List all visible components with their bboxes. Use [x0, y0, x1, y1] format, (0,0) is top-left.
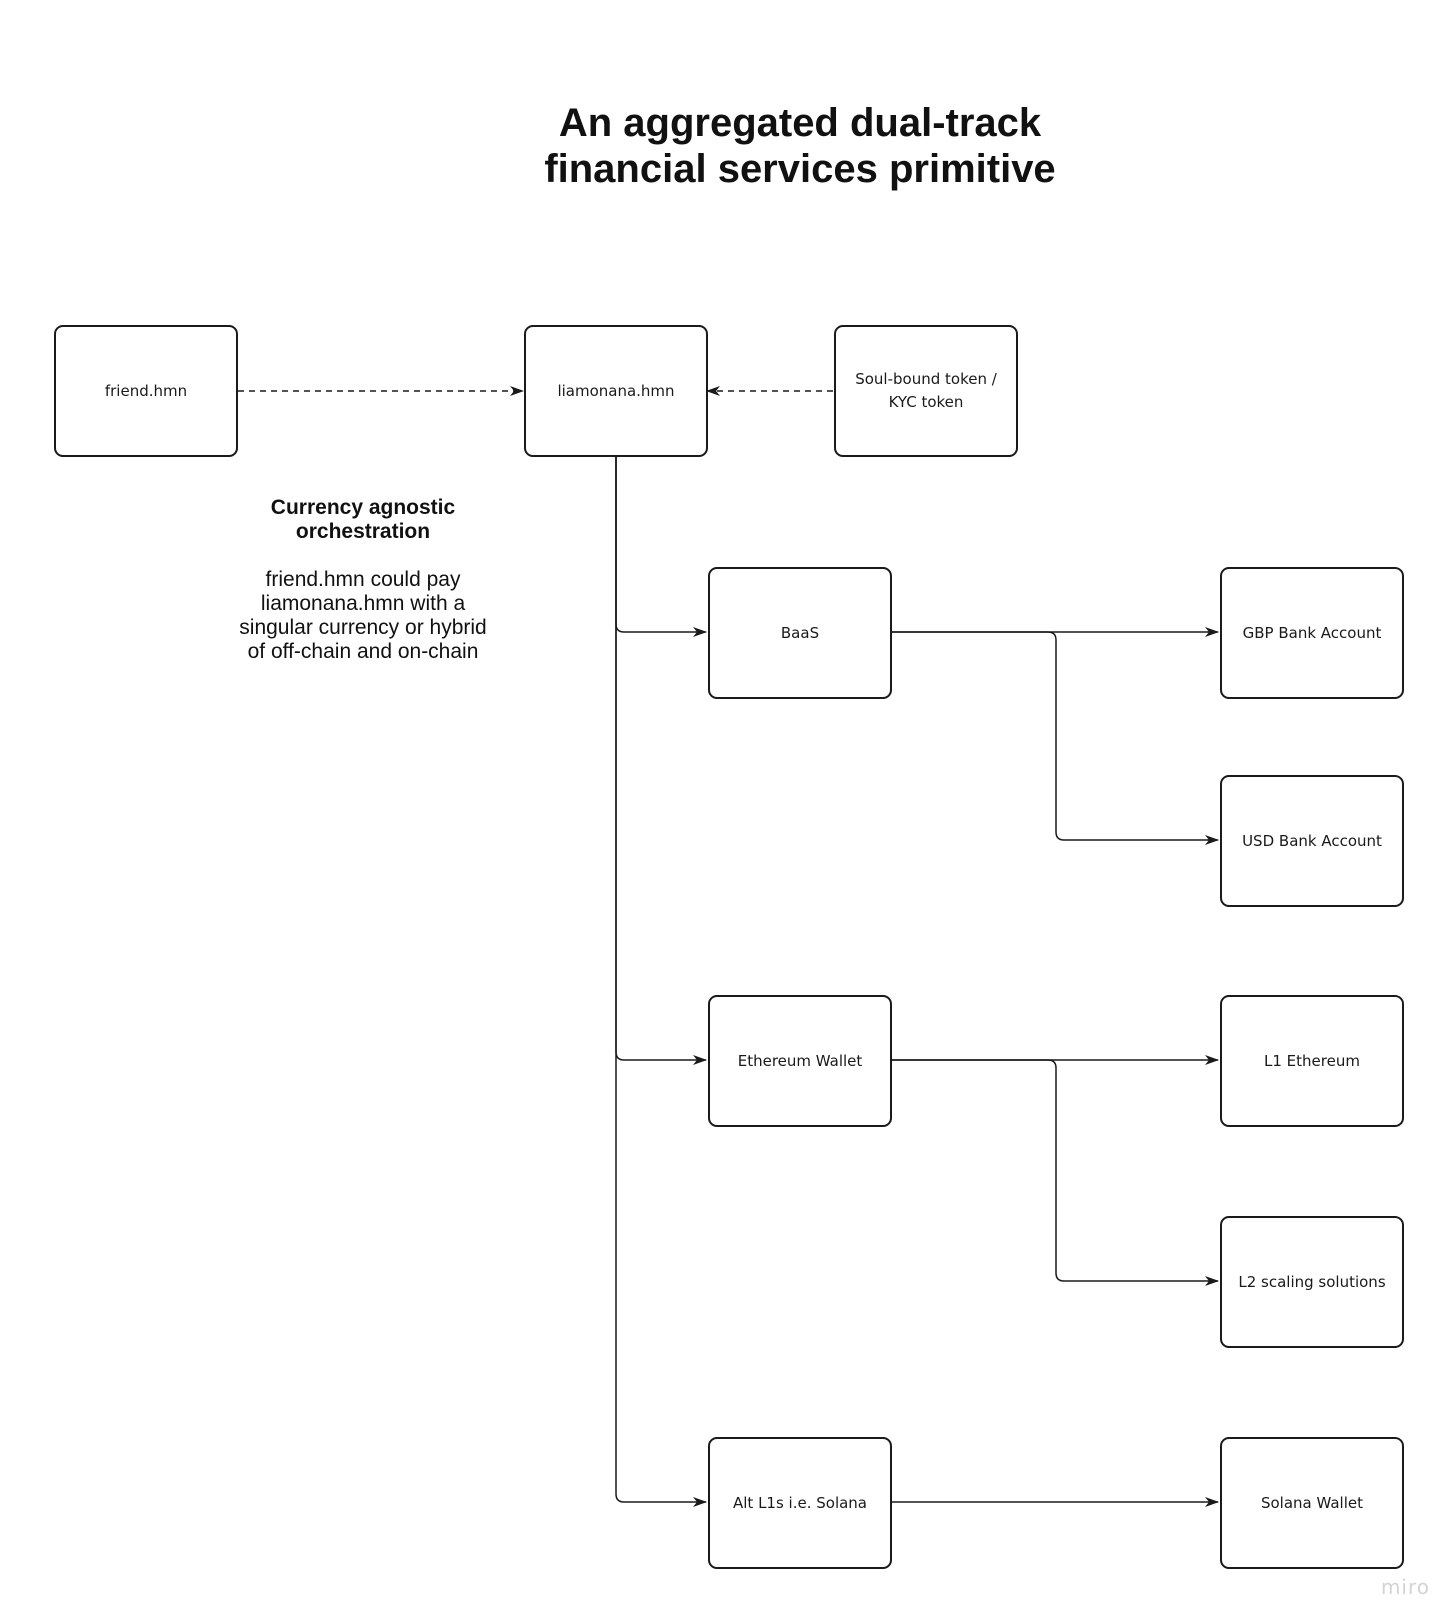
miro-watermark: miro	[1380, 1575, 1430, 1599]
edge-baas-to-usd	[892, 631, 1219, 845]
node-label: USD Bank Account	[1242, 831, 1382, 850]
edge-liamonana-to-alt-l1s	[615, 457, 707, 1507]
annotation-text-block: Currency agnostic orchestration friend.h…	[230, 496, 496, 664]
annotation-body: friend.hmn could pay liamonana.hmn with …	[239, 568, 487, 663]
node-label: liamonana.hmn	[557, 381, 675, 400]
node-label: friend.hmn	[104, 381, 188, 400]
node-solana-wallet[interactable]: Solana Wallet	[1220, 1437, 1404, 1569]
node-label: Alt L1s i.e. Solana	[732, 1493, 868, 1512]
node-liamonana-hmn[interactable]: liamonana.hmn	[524, 325, 708, 457]
title-line-1: An aggregated dual-track	[558, 101, 1042, 145]
node-label: L2 scaling solutions	[1238, 1272, 1386, 1291]
node-baas[interactable]: BaaS	[708, 567, 892, 699]
node-label: Ethereum Wallet	[737, 1051, 863, 1070]
edge-ethereum-wallet-to-l2-scaling	[892, 1059, 1219, 1286]
node-gbp-bank-account[interactable]: GBP Bank Account	[1220, 567, 1404, 699]
title-line-2: financial services primitive	[544, 147, 1056, 191]
edge-liamonana-to-ethereum-wallet	[615, 457, 707, 1065]
node-soulbound-token[interactable]: Soul-bound token / KYC token	[834, 325, 1018, 457]
edge-liamonana-to-baas	[615, 457, 707, 637]
node-label: Soul-bound token / KYC token	[855, 370, 997, 411]
diagram-title: An aggregated dual-track financial servi…	[0, 100, 1456, 192]
node-usd-bank-account[interactable]: USD Bank Account	[1220, 775, 1404, 907]
node-label: BaaS	[780, 623, 820, 642]
node-alt-l1s[interactable]: Alt L1s i.e. Solana	[708, 1437, 892, 1569]
node-ethereum-wallet[interactable]: Ethereum Wallet	[708, 995, 892, 1127]
node-l2-scaling-solutions[interactable]: L2 scaling solutions	[1220, 1216, 1404, 1348]
annotation-heading: Currency agnostic orchestration	[270, 496, 456, 543]
node-label: GBP Bank Account	[1242, 623, 1382, 642]
node-friend-hmn[interactable]: friend.hmn	[54, 325, 238, 457]
node-l1-ethereum[interactable]: L1 Ethereum	[1220, 995, 1404, 1127]
node-label: Solana Wallet	[1260, 1493, 1364, 1512]
node-label: L1 Ethereum	[1264, 1051, 1360, 1070]
